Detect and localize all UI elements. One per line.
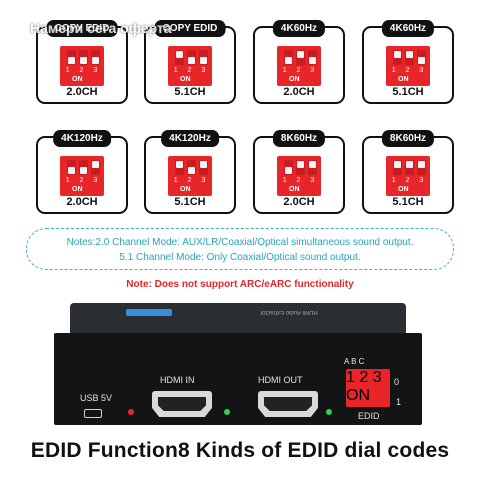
notes-line-2: 5.1 Channel Mode: Only Coaxial/Optical s…	[119, 252, 361, 263]
channel-label: 2.0CH	[66, 196, 98, 208]
dip-numbers: 1 2 3	[65, 67, 102, 74]
hdmi-in-port	[152, 391, 212, 417]
dip-numbers: 1 2 3	[65, 177, 102, 184]
dip-lever	[175, 50, 184, 65]
dip-on-label: ON	[72, 76, 83, 83]
hdmi-audio-extractor: HDMI Audio Extractor USB 5V HDMI IN HDMI…	[54, 303, 422, 425]
dip-switch: 1 2 3 ON	[168, 156, 212, 196]
channel-label: 5.1CH	[174, 86, 206, 98]
dip-numbers: 1 2 3	[391, 67, 428, 74]
dip-numbers: 1 2 3	[173, 67, 210, 74]
edid-dip-switch[interactable]: 1 2 3 ON	[346, 369, 390, 407]
dip-lever	[187, 50, 196, 65]
dip-switch: 1 2 3 ON	[168, 46, 212, 86]
channel-label: 5.1CH	[174, 196, 206, 208]
dip-lever	[296, 160, 305, 175]
mode-tag: 8K60Hz	[272, 130, 326, 147]
dip-switch: 1 2 3 ON	[60, 46, 104, 86]
switch-pos-0: 0	[394, 377, 400, 387]
dip-lever	[199, 160, 208, 175]
dip-lever	[405, 160, 414, 175]
dip-on-label: ON	[180, 186, 191, 193]
dip-lever	[417, 160, 426, 175]
dip-lever	[187, 160, 196, 175]
hdmi-in-led	[224, 409, 230, 415]
dip-lever	[67, 50, 76, 65]
dip-lever	[175, 160, 184, 175]
dip-numbers: 1 2 3	[173, 177, 210, 184]
dip-lever	[393, 50, 402, 65]
edid-mode-card: 8K60Hz 1 2 3 ON 5.1CH	[362, 130, 454, 214]
dip-numbers: 1 2 3	[391, 177, 428, 184]
dip-lever	[284, 50, 293, 65]
footer-title: EDID Function8 Kinds of EDID dial codes	[30, 439, 450, 462]
usb-label: USB 5V	[80, 393, 113, 403]
mode-tag: 4K60Hz	[272, 20, 326, 37]
mode-tag: COPY EDID	[154, 20, 226, 37]
notes-box: Notes:2.0 Channel Mode: AUX/LR/Coaxial/O…	[26, 228, 454, 270]
edid-mode-card: COPY EDID 1 2 3 ON 5.1CH	[144, 20, 236, 104]
dip-lever	[296, 50, 305, 65]
channel-label: 2.0CH	[283, 86, 315, 98]
mode-tag: 4K120Hz	[53, 130, 111, 147]
switch-letters: A B C	[344, 357, 365, 366]
device-front-panel: USB 5V HDMI IN HDMI OUT A B C 1 2 3 ON 0…	[54, 333, 422, 425]
edid-mode-card: 4K120Hz 1 2 3 ON 2.0CH	[36, 130, 128, 214]
mode-tag: COPY EDID	[46, 20, 118, 37]
channel-label: 2.0CH	[283, 196, 315, 208]
dip-on-label: ON	[398, 76, 409, 83]
watermark-text: Намери сега оферта	[30, 20, 172, 36]
edid-mode-card: 8K60Hz 1 2 3 ON 2.0CH	[253, 130, 345, 214]
mode-tag: 4K120Hz	[161, 130, 219, 147]
dip-on-label: ON	[72, 186, 83, 193]
dip-switch: 1 2 3 ON	[277, 46, 321, 86]
channel-label: 2.0CH	[66, 86, 98, 98]
dip-lever	[199, 50, 208, 65]
arc-warning: Note: Does not support ARC/eARC function…	[126, 279, 354, 290]
dip-on-label: ON	[289, 186, 300, 193]
dip-switch: 1 2 3 ON	[60, 156, 104, 196]
dip-switch: 1 2 3 ON	[386, 156, 430, 196]
power-led	[128, 409, 134, 415]
edid-mode-card: 4K60Hz 1 2 3 ON 2.0CH	[253, 20, 345, 104]
notes-line-1: Notes:2.0 Channel Mode: AUX/LR/Coaxial/O…	[66, 237, 414, 248]
dip-lever	[405, 50, 414, 65]
dip-numbers: 1 2 3	[282, 177, 319, 184]
dip-lever	[79, 160, 88, 175]
switch-pos-1: 1	[396, 397, 402, 407]
edid-mode-card: 4K120Hz 1 2 3 ON 5.1CH	[144, 130, 236, 214]
usb-port	[84, 409, 102, 418]
hdmi-out-label: HDMI OUT	[258, 375, 303, 385]
dip-lever	[308, 50, 317, 65]
dip-lever	[393, 160, 402, 175]
edid-mode-card: 4K60Hz 1 2 3 ON 5.1CH	[362, 20, 454, 104]
dip-lever	[284, 160, 293, 175]
dip-lever	[91, 50, 100, 65]
dip-lever	[417, 50, 426, 65]
channel-label: 5.1CH	[392, 196, 424, 208]
channel-label: 5.1CH	[392, 86, 424, 98]
dip-on-label: ON	[289, 76, 300, 83]
brand-badge	[126, 309, 172, 316]
dip-numbers: 1 2 3	[282, 67, 319, 74]
dip-on-label: ON	[398, 186, 409, 193]
mode-tag: 4K60Hz	[381, 20, 435, 37]
dip-lever	[91, 160, 100, 175]
dip-lever	[79, 50, 88, 65]
edid-switch-on: ON	[346, 387, 370, 404]
mode-tag: 8K60Hz	[381, 130, 435, 147]
device-top-panel: HDMI Audio Extractor	[70, 303, 406, 333]
dip-lever	[67, 160, 76, 175]
dip-switch: 1 2 3 ON	[277, 156, 321, 196]
dip-switch: 1 2 3 ON	[386, 46, 430, 86]
hdmi-out-led	[326, 409, 332, 415]
dip-on-label: ON	[180, 76, 191, 83]
dip-lever	[308, 160, 317, 175]
edid-mode-card: COPY EDID 1 2 3 ON 2.0CH	[36, 20, 128, 104]
device-top-text: HDMI Audio Extractor	[260, 309, 318, 315]
edid-label: EDID	[358, 411, 380, 421]
hdmi-out-port	[258, 391, 318, 417]
hdmi-in-label: HDMI IN	[160, 375, 195, 385]
edid-switch-numbers: 1 2 3	[346, 369, 382, 386]
